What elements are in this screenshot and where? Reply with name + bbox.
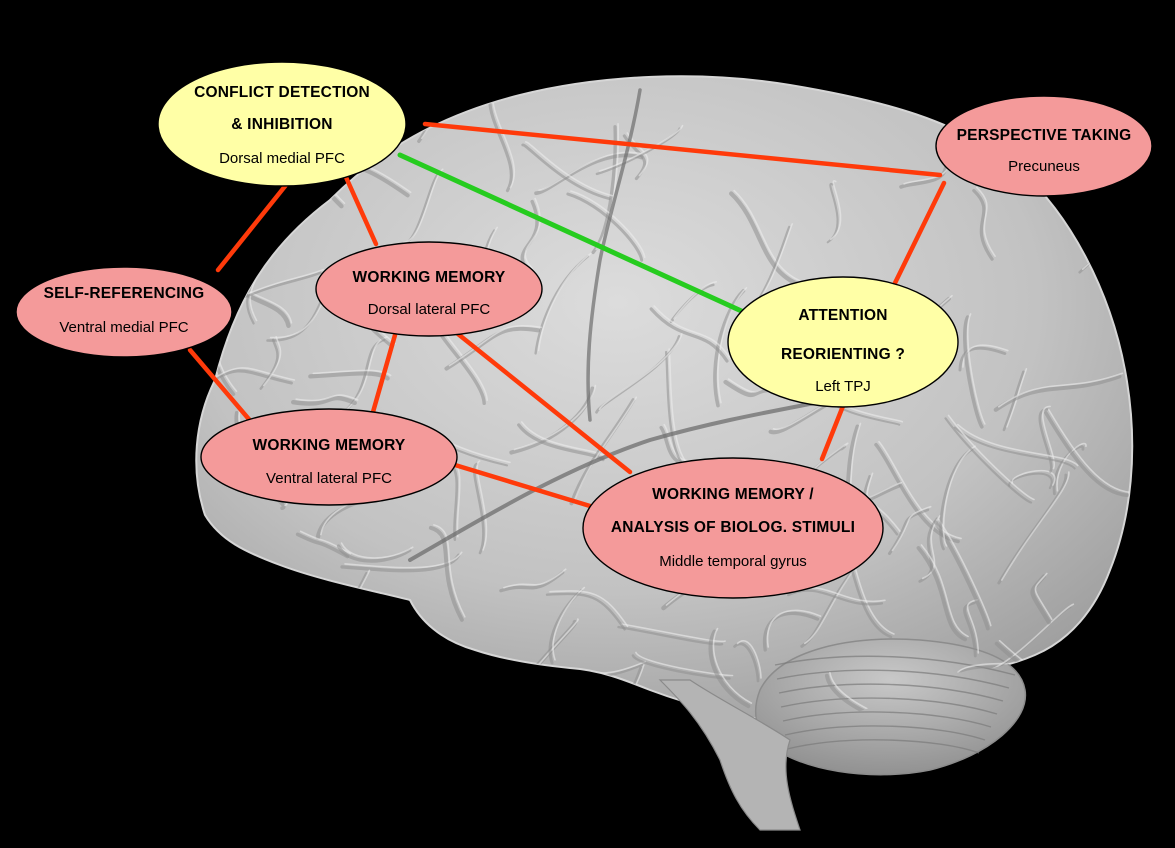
link-perspective-to-attention <box>892 180 947 286</box>
connection-lines <box>187 121 947 509</box>
node-self-title: SELF-REFERENCING <box>44 285 205 302</box>
link-self-to-wm_vlpfc <box>187 347 256 427</box>
node-attention-title-2: REORIENTING ? <box>781 346 905 363</box>
node-perspective-title: PERSPECTIVE TAKING <box>957 127 1132 144</box>
node-attention-ellipse <box>727 276 959 408</box>
node-working-memory-vlpfc: WORKING MEMORY Ventral lateral PFC <box>200 408 458 506</box>
link-conflict-to-wm_dlpfc <box>342 172 379 247</box>
node-wm-vlpfc-title: WORKING MEMORY <box>253 437 406 454</box>
node-wm-vlpfc-ellipse <box>200 408 458 506</box>
brain-illustration <box>195 75 1134 831</box>
link-wm_vlpfc-to-mtg <box>452 462 593 509</box>
node-perspective-ellipse <box>935 95 1153 197</box>
node-mtg-ellipse <box>582 457 884 599</box>
cerebellum-shape <box>754 638 1027 776</box>
link-conflict-to-self <box>215 177 293 273</box>
node-perspective-taking: PERSPECTIVE TAKING Precuneus <box>935 95 1153 197</box>
node-perspective-region: Precuneus <box>1008 158 1080 175</box>
node-attention-reorienting: ATTENTION REORIENTING ? Left TPJ <box>727 276 959 408</box>
node-conflict-ellipse <box>157 61 407 187</box>
node-working-memory-mtg: WORKING MEMORY / ANALYSIS OF BIOLOG. STI… <box>582 457 884 599</box>
node-wm-vlpfc-region: Ventral lateral PFC <box>266 470 392 487</box>
link-attention-to-mtg <box>819 403 846 462</box>
node-self-referencing: SELF-REFERENCING Ventral medial PFC <box>15 266 233 358</box>
node-wm-dlpfc-region: Dorsal lateral PFC <box>368 301 491 318</box>
node-wm-dlpfc-title: WORKING MEMORY <box>353 269 506 286</box>
node-conflict-title-1: CONFLICT DETECTION <box>194 84 370 101</box>
brainstem-shape <box>658 679 801 831</box>
node-wm-dlpfc-ellipse <box>315 241 543 337</box>
node-mtg-region: Middle temporal gyrus <box>659 553 807 570</box>
link-conflict-to-perspective <box>422 121 943 178</box>
node-mtg-title-1: WORKING MEMORY / <box>652 486 814 503</box>
node-self-ellipse <box>15 266 233 358</box>
node-working-memory-dlpfc: WORKING MEMORY Dorsal lateral PFC <box>315 241 543 337</box>
node-attention-title-1: ATTENTION <box>798 307 887 324</box>
cerebrum-shape <box>195 75 1134 724</box>
node-conflict-region: Dorsal medial PFC <box>219 150 345 167</box>
node-attention-region: Left TPJ <box>815 378 871 395</box>
node-mtg-title-2: ANALYSIS OF BIOLOG. STIMULI <box>611 519 855 536</box>
link-wm_dlpfc-to-wm_vlpfc <box>370 332 398 415</box>
node-self-region: Ventral medial PFC <box>59 319 188 336</box>
link-wm_dlpfc-to-mtg <box>455 331 633 475</box>
link-conflict-to-attention <box>397 152 751 317</box>
region-nodes: CONFLICT DETECTION & INHIBITION Dorsal m… <box>15 61 1153 599</box>
node-conflict-detection: CONFLICT DETECTION & INHIBITION Dorsal m… <box>157 61 407 187</box>
node-conflict-title-2: & INHIBITION <box>231 116 332 133</box>
